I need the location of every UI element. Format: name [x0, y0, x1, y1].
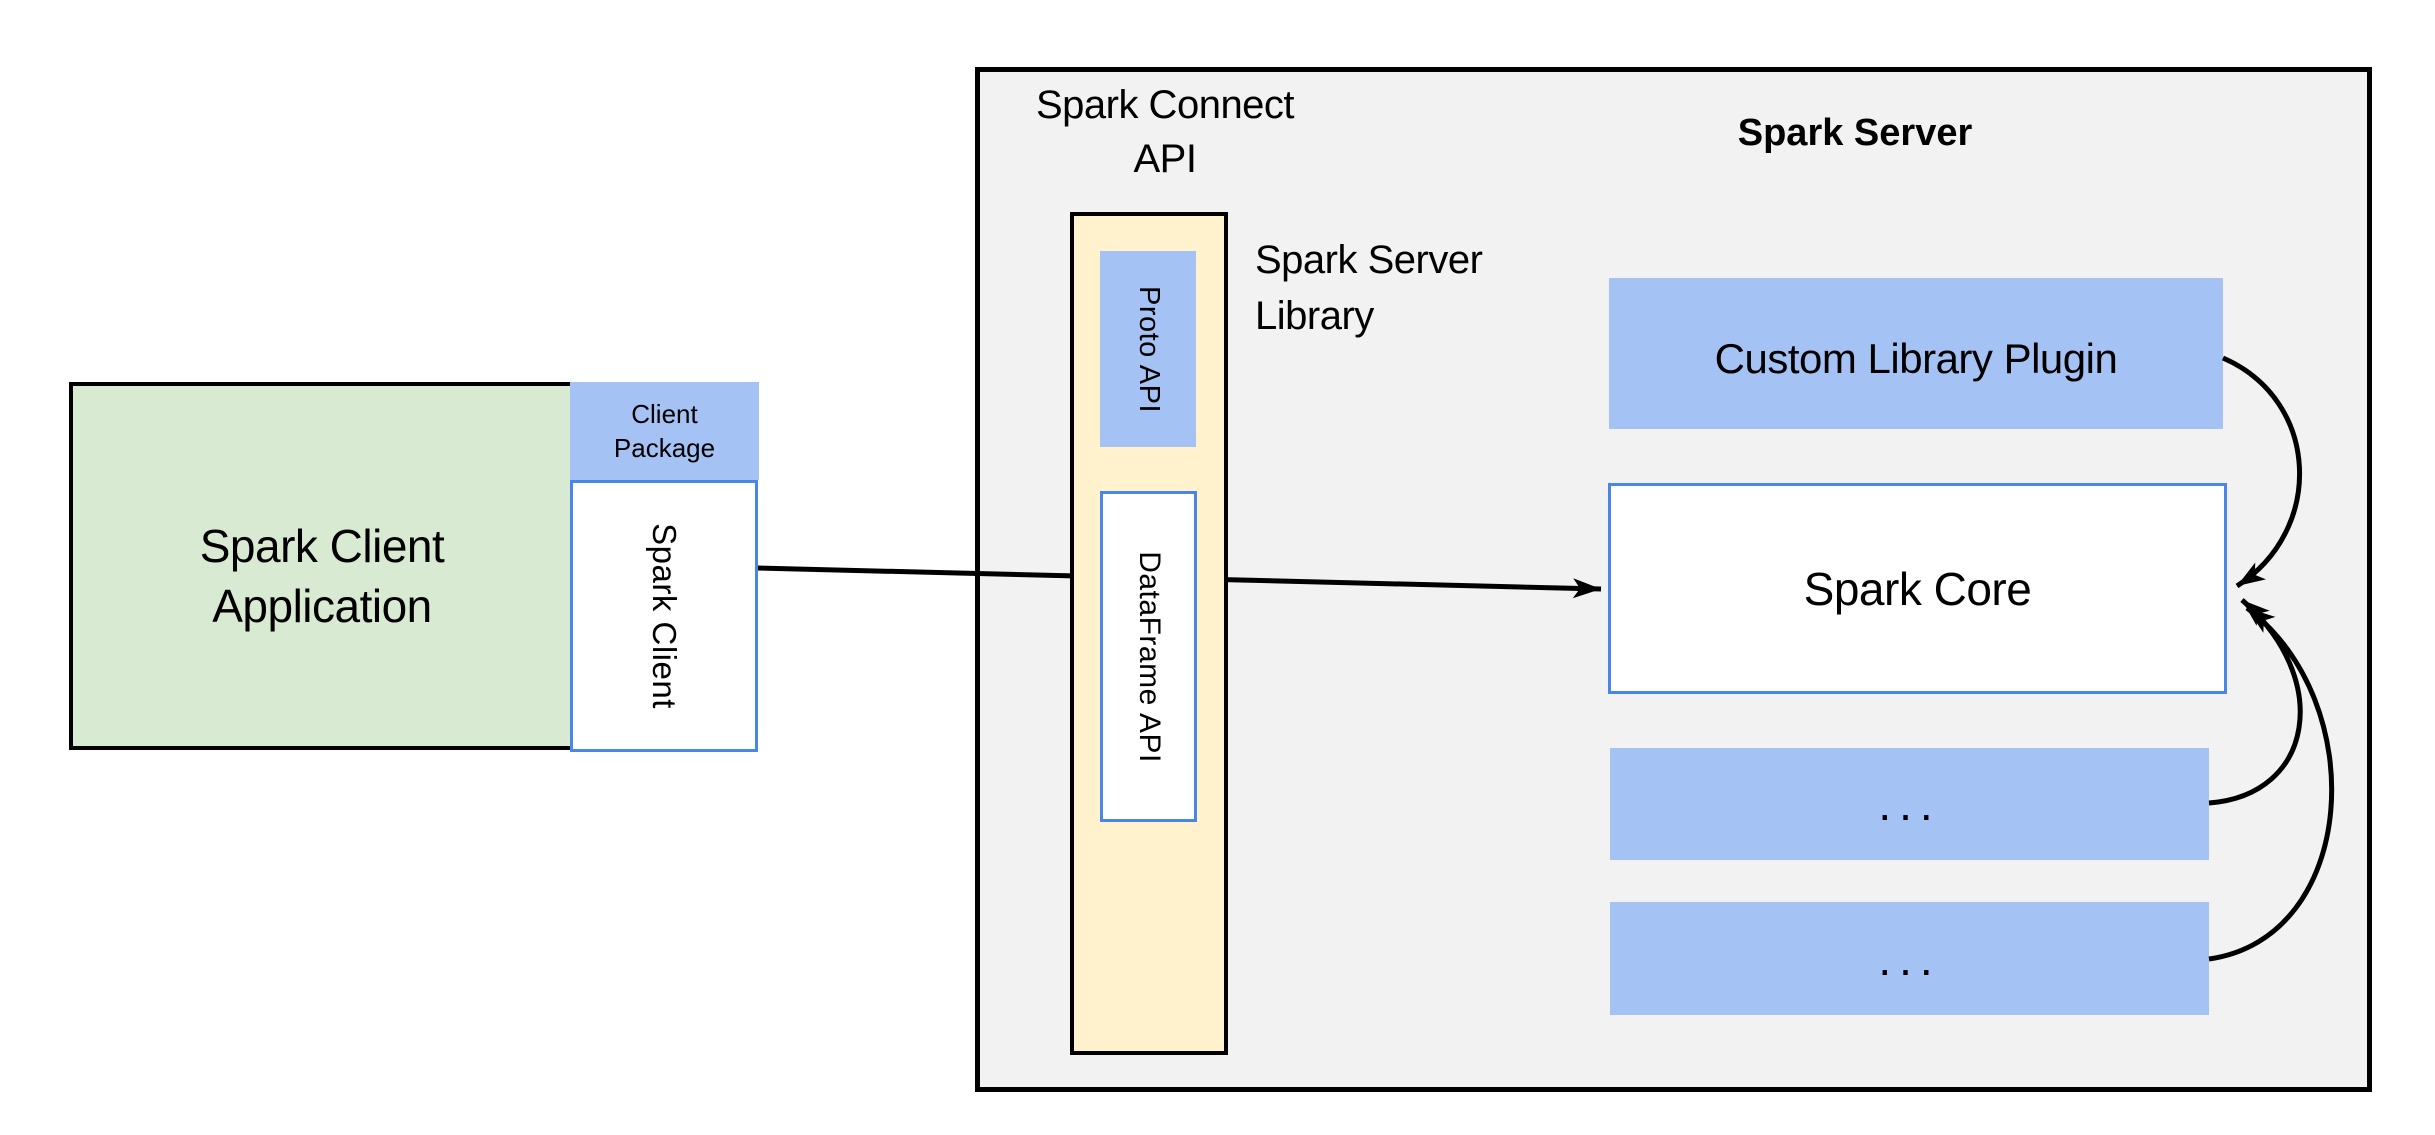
client-package-label-line2: Package — [613, 433, 716, 463]
spark-core-box: Spark Core — [1608, 483, 2227, 694]
spark-server-title: Spark Server — [1737, 112, 1973, 154]
spark-client-application-box: Spark Client Application — [69, 382, 575, 750]
spark-server-library-label: Spark Server Library — [1255, 232, 1483, 344]
proto-api-box: Proto API — [1100, 251, 1196, 447]
spark-server-library-label-line1: Spark Server — [1255, 238, 1483, 282]
spark-client-box: Spark Client — [570, 480, 758, 752]
spark-client-label: Spark Client — [646, 523, 683, 709]
spark-connect-api-title: Spark Connect API — [985, 78, 1345, 186]
spark-client-application-label-line1: Spark Client — [199, 520, 445, 572]
dataframe-api-label: DataFrame API — [1132, 550, 1166, 763]
custom-library-plugin-box: Custom Library Plugin — [1609, 278, 2223, 429]
ellipsis-box-bottom: ... — [1610, 902, 2209, 1015]
spark-connect-api-title-line1: Spark Connect — [1035, 83, 1295, 127]
client-package-label-line1: Client — [631, 399, 698, 429]
dataframe-api-box: DataFrame API — [1100, 491, 1197, 822]
client-package-box: Client Package — [570, 382, 759, 480]
spark-client-application-label-line2: Application — [212, 580, 432, 632]
spark-server-library-label-line2: Library — [1255, 294, 1374, 338]
proto-api-label: Proto API — [1132, 285, 1165, 413]
spark-connect-api-title-line2: API — [1133, 137, 1197, 181]
ellipsis-box-top: ... — [1610, 748, 2209, 860]
